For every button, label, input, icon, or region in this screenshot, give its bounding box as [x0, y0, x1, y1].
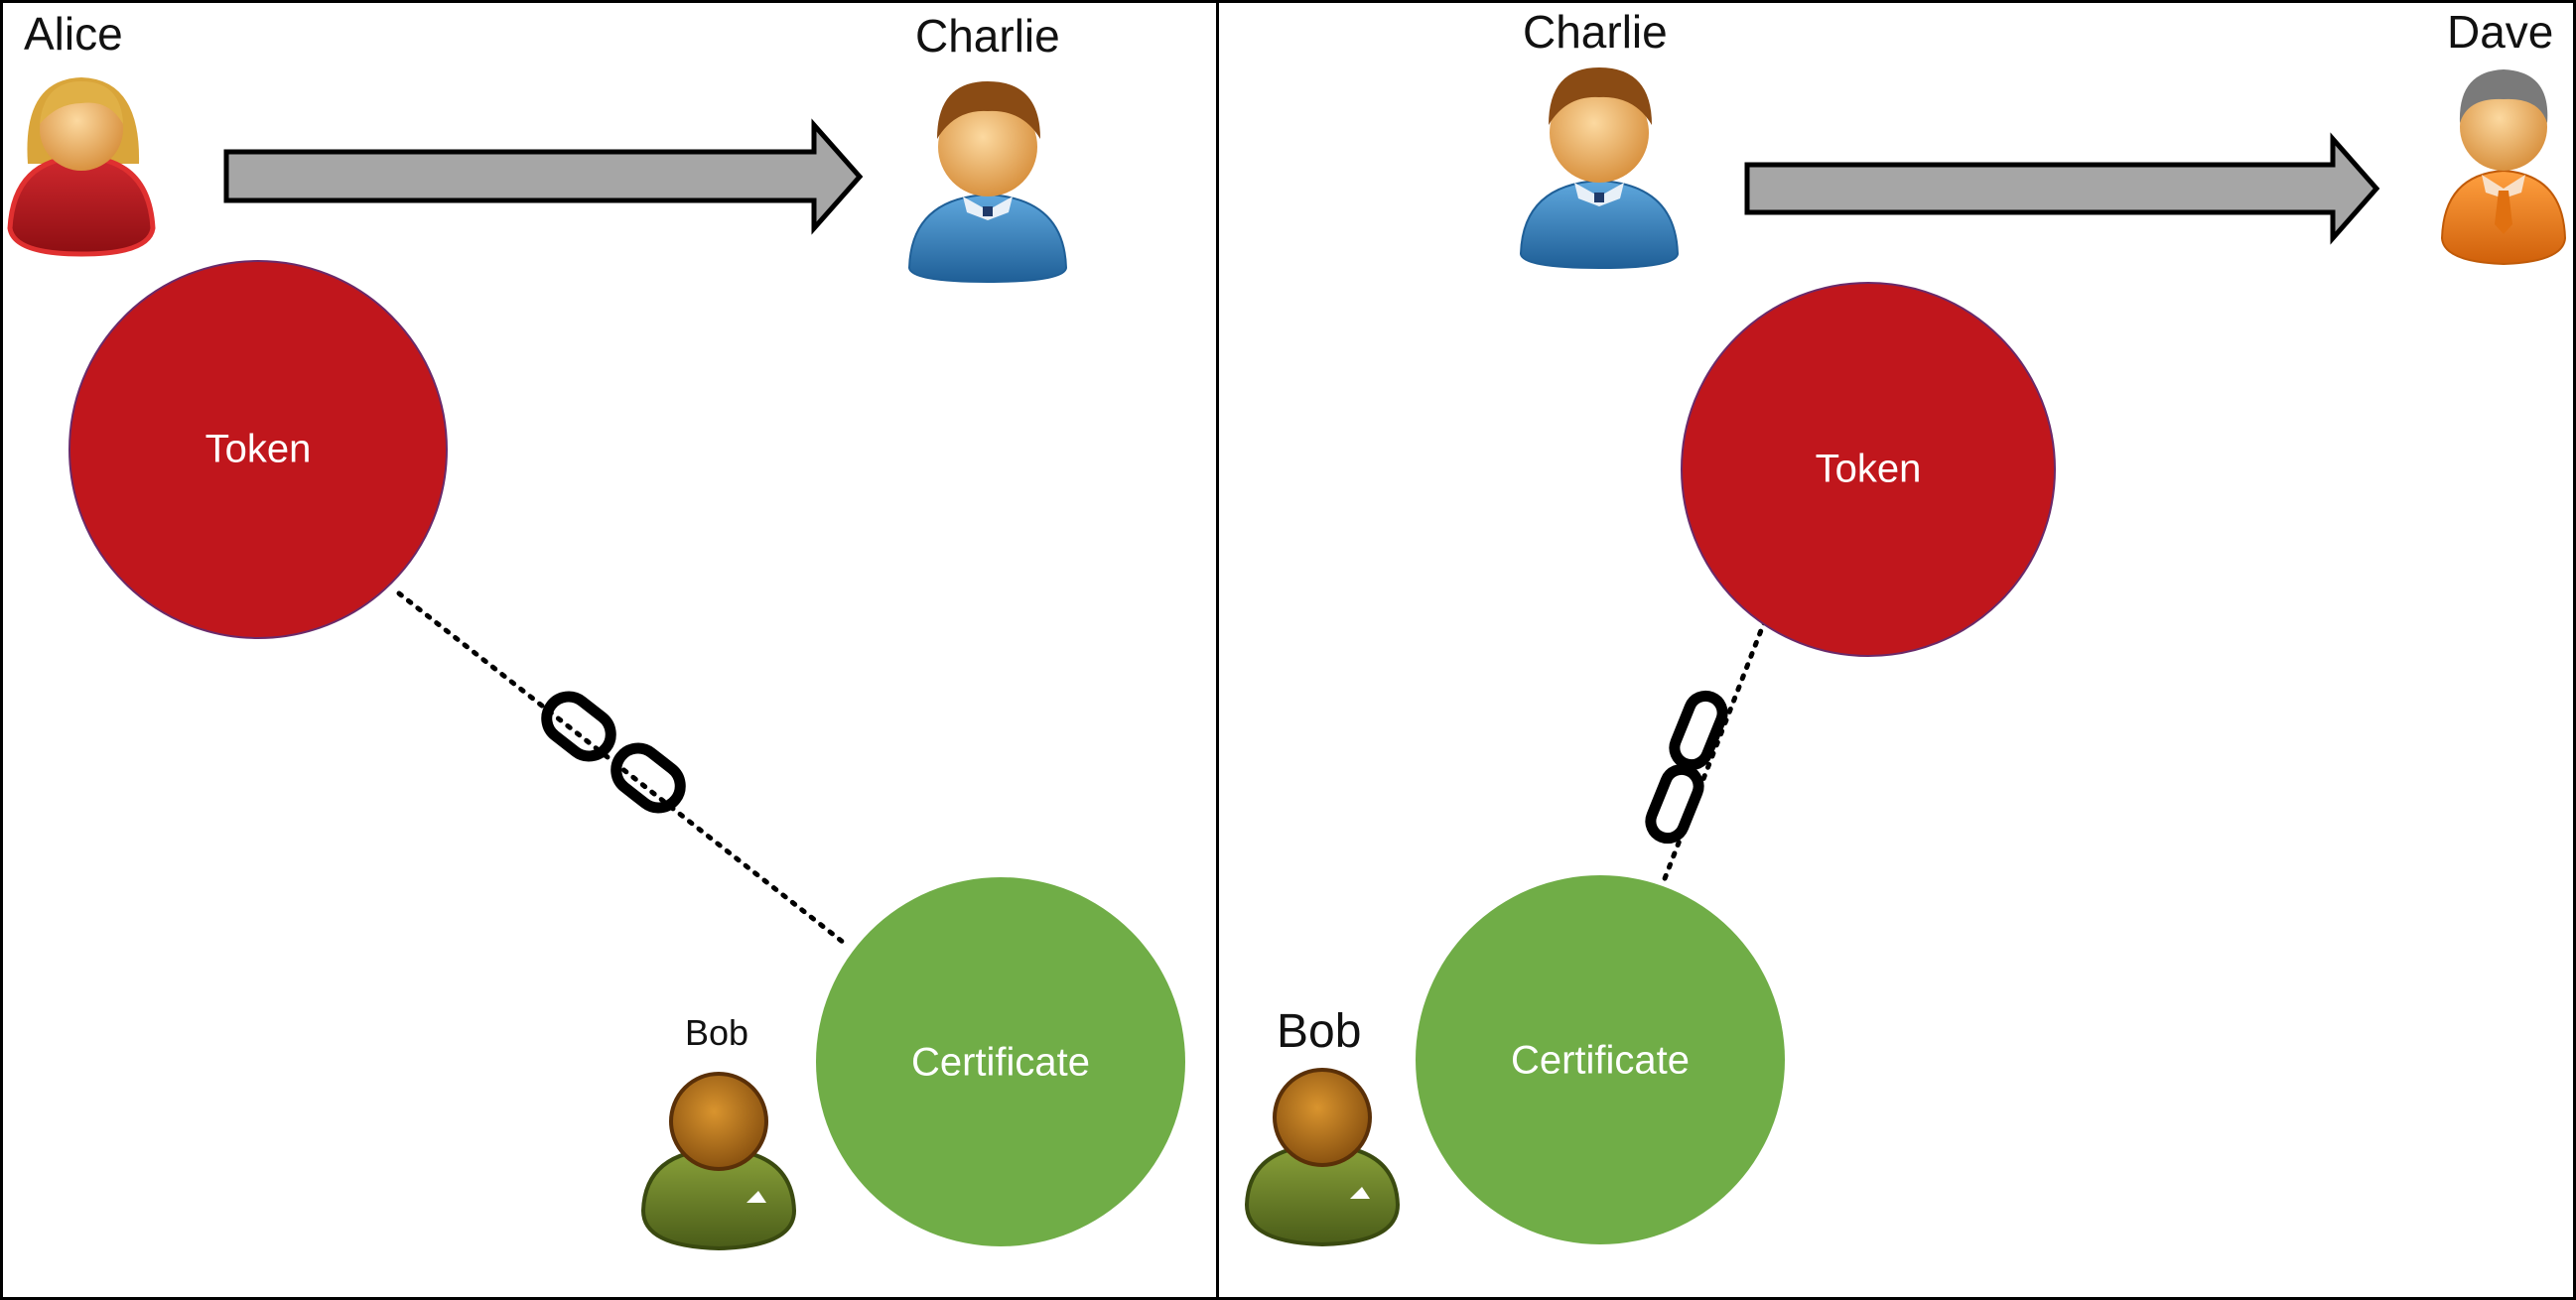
charlie-avatar-icon: [907, 81, 1068, 284]
dave-avatar-icon: [2440, 69, 2567, 266]
bob-avatar-icon: [640, 1072, 797, 1251]
owner-name-bob: Bob: [685, 1012, 748, 1053]
token-label: Token: [1816, 448, 1922, 491]
certificate-label: Certificate: [911, 1041, 1090, 1085]
sender-name-charlie: Charlie: [1523, 6, 1668, 58]
bob-avatar-icon: [1244, 1068, 1401, 1247]
chain-link-icon: [1645, 690, 1728, 845]
alice-avatar-icon: [7, 77, 156, 257]
link-dotted-line: [1661, 617, 1768, 884]
right-panel: Charlie Dave Token: [1244, 6, 2567, 1247]
chain-link-icon: [541, 691, 686, 814]
receiver-name-charlie: Charlie: [915, 10, 1060, 62]
certificate-circle: Certificate: [816, 877, 1185, 1246]
certificate-label: Certificate: [1511, 1039, 1690, 1083]
owner-name-bob: Bob: [1277, 1005, 1361, 1058]
transfer-arrow-icon: [223, 118, 864, 235]
certificate-circle: Certificate: [1416, 875, 1785, 1244]
token-circle: Token: [68, 260, 448, 639]
transfer-arrow-icon: [1744, 132, 2380, 245]
sender-name-alice: Alice: [24, 8, 123, 60]
token-label: Token: [205, 428, 312, 471]
link-dotted-line: [396, 590, 847, 946]
left-panel: Alice Charlie Token: [7, 8, 1185, 1251]
right-panel-frame: [1216, 0, 2576, 1300]
receiver-name-dave: Dave: [2447, 6, 2553, 58]
charlie-avatar-icon: [1519, 67, 1680, 270]
token-circle: Token: [1681, 282, 2056, 657]
